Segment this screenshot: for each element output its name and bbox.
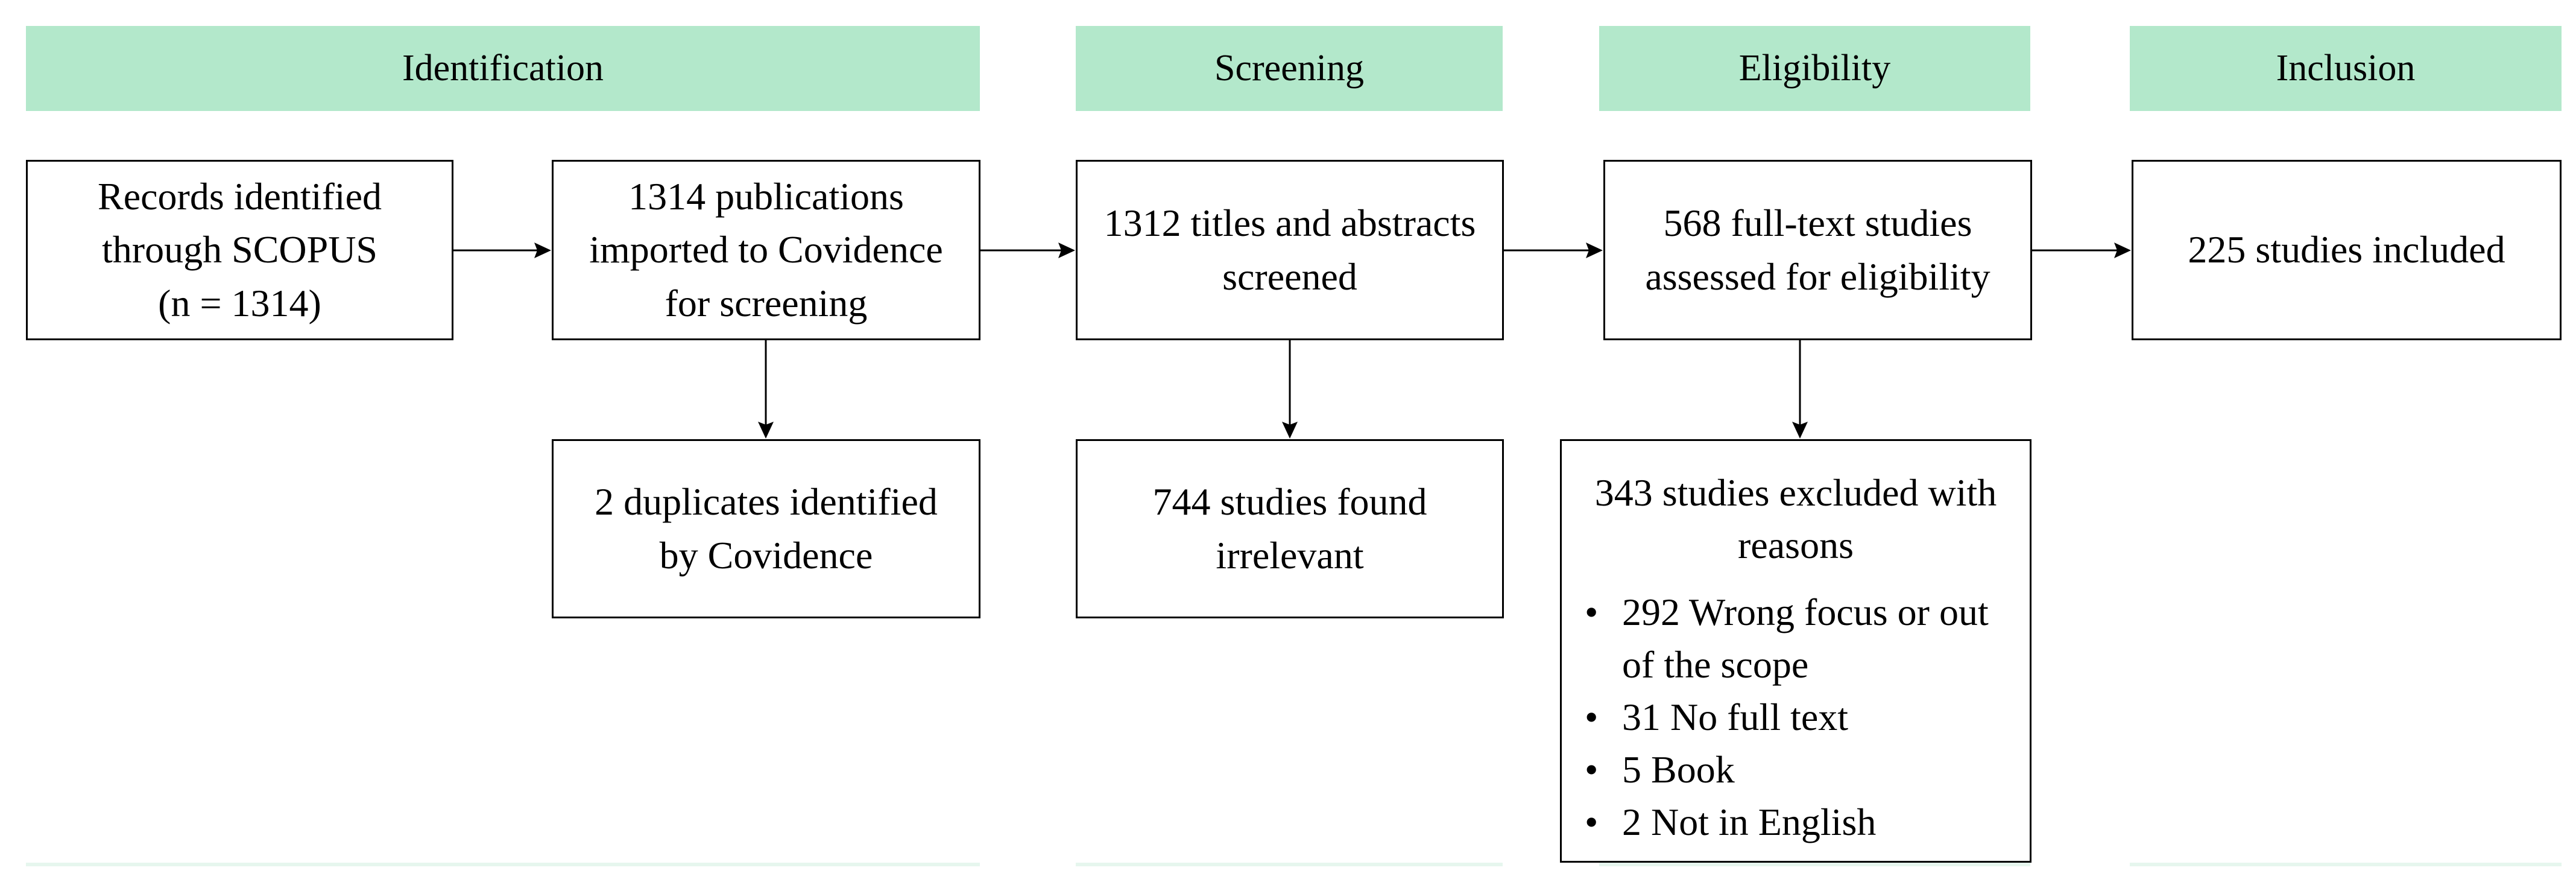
box-line: (n = 1314) [158, 281, 321, 325]
box-line: screened [1222, 255, 1357, 298]
box-line: Records identified [98, 175, 382, 218]
phase-label: Identification [402, 48, 604, 89]
box-line: 1314 publications [628, 175, 904, 218]
exclusion-reason-item: 31 No full text [1585, 691, 2030, 743]
phase-label: Screening [1214, 48, 1364, 89]
arrowhead [758, 422, 774, 439]
box-line: reasons [1738, 524, 1854, 567]
box-line: 1312 titles and abstracts [1103, 201, 1476, 245]
arrowhead [1586, 243, 1603, 258]
box-line: imported to Covidence [589, 228, 943, 271]
arrowhead [1058, 243, 1075, 258]
column-band [26, 863, 980, 866]
exclusion-reason-item: 5 Book [1585, 743, 2030, 796]
phase-header-inclusion: Inclusion [2130, 26, 2562, 111]
fulltext-box: 568 full-text studies assessed for eligi… [1603, 160, 2032, 340]
column-band [1599, 863, 2030, 866]
column-band [1076, 863, 1503, 866]
phase-header-identification: Identification [26, 26, 980, 111]
arrowhead [1792, 422, 1808, 439]
irrelevant-box: 744 studies found irrelevant [1076, 439, 1504, 618]
box-line: by Covidence [659, 533, 873, 577]
phase-header-screening: Screening [1076, 26, 1503, 111]
arrowhead [1282, 422, 1298, 439]
phase-label: Eligibility [1738, 48, 1891, 89]
box-line: 2 duplicates identified [595, 480, 938, 524]
screened-box: 1312 titles and abstracts screened [1076, 160, 1504, 340]
exclusion-reasons-list: 292 Wrong focus or out of the scope 31 N… [1562, 586, 2030, 848]
exclusion-reason-item: 292 Wrong focus or out of the scope [1585, 586, 2030, 691]
records-identified-box: Records identified through SCOPUS (n = 1… [26, 160, 453, 340]
box-line: 568 full-text studies [1663, 201, 1972, 245]
box-line: 225 studies included [2188, 228, 2505, 271]
duplicates-box: 2 duplicates identified by Covidence [552, 439, 980, 618]
phase-label: Inclusion [2276, 48, 2416, 89]
box-line: for screening [665, 281, 868, 325]
box-line: assessed for eligibility [1645, 255, 1990, 298]
arrowhead [2114, 243, 2131, 258]
imported-box: 1314 publications imported to Covidence … [552, 160, 980, 340]
column-band [2130, 863, 2562, 866]
box-line: irrelevant [1216, 533, 1364, 577]
excluded-box: 343 studies excluded with reasons 292 Wr… [1560, 439, 2031, 863]
box-line: 744 studies found [1152, 480, 1427, 524]
box-line: 343 studies excluded with [1594, 471, 1997, 514]
phase-header-eligibility: Eligibility [1599, 26, 2030, 111]
exclusion-reason-item: 2 Not in English [1585, 796, 2030, 848]
arrowhead [534, 243, 551, 258]
included-box: 225 studies included [2132, 160, 2562, 340]
box-line: through SCOPUS [102, 228, 377, 271]
